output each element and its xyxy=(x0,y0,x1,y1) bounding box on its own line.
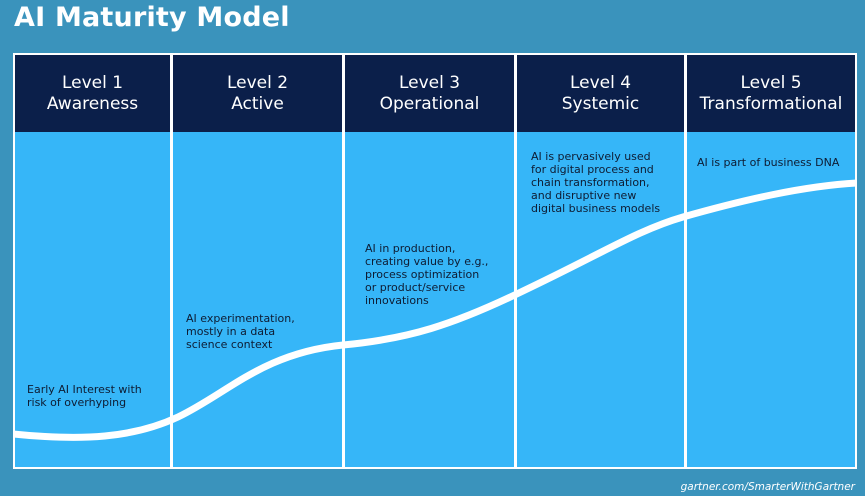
level-3-label: Operational xyxy=(379,93,480,114)
level-4-name: Level 4 xyxy=(569,72,632,93)
level-1-description: Early AI Interest with risk of overhypin… xyxy=(27,383,142,409)
level-1-header: Level 1 Awareness xyxy=(15,55,170,132)
level-4-column: Level 4 Systemic AI is pervasively used … xyxy=(517,55,684,467)
maturity-grid: Level 1 Awareness Early AI Interest with… xyxy=(13,53,857,469)
level-5-description: AI is part of business DNA xyxy=(697,156,840,169)
level-5-label: Transformational xyxy=(699,93,843,114)
level-1-column: Level 1 Awareness Early AI Interest with… xyxy=(15,55,170,467)
level-4-label: Systemic xyxy=(561,93,640,114)
page-title: AI Maturity Model xyxy=(14,2,290,33)
level-4-header: Level 4 Systemic xyxy=(517,55,684,132)
level-4-description: AI is pervasively used for digital proce… xyxy=(531,150,661,215)
level-5-column: Level 5 Transformational AI is part of b… xyxy=(687,55,855,467)
level-3-header: Level 3 Operational xyxy=(345,55,514,132)
level-2-name: Level 2 xyxy=(226,72,289,93)
level-5-name: Level 5 xyxy=(740,72,802,93)
level-3-column: Level 3 Operational AI in production, cr… xyxy=(345,55,514,467)
source-footer: gartner.com/SmarterWithGartner xyxy=(680,481,855,493)
level-1-label: Awareness xyxy=(46,93,139,114)
level-2-label: Active xyxy=(231,93,284,114)
level-2-header: Level 2 Active xyxy=(173,55,342,132)
level-2-description: AI experimentation, mostly in a data sci… xyxy=(186,312,295,351)
level-5-header: Level 5 Transformational xyxy=(687,55,855,132)
level-3-description: AI in production, creating value by e.g.… xyxy=(365,242,489,307)
level-3-name: Level 3 xyxy=(398,72,461,93)
level-2-column: Level 2 Active AI experimentation, mostl… xyxy=(173,55,342,467)
level-1-name: Level 1 xyxy=(61,72,124,93)
